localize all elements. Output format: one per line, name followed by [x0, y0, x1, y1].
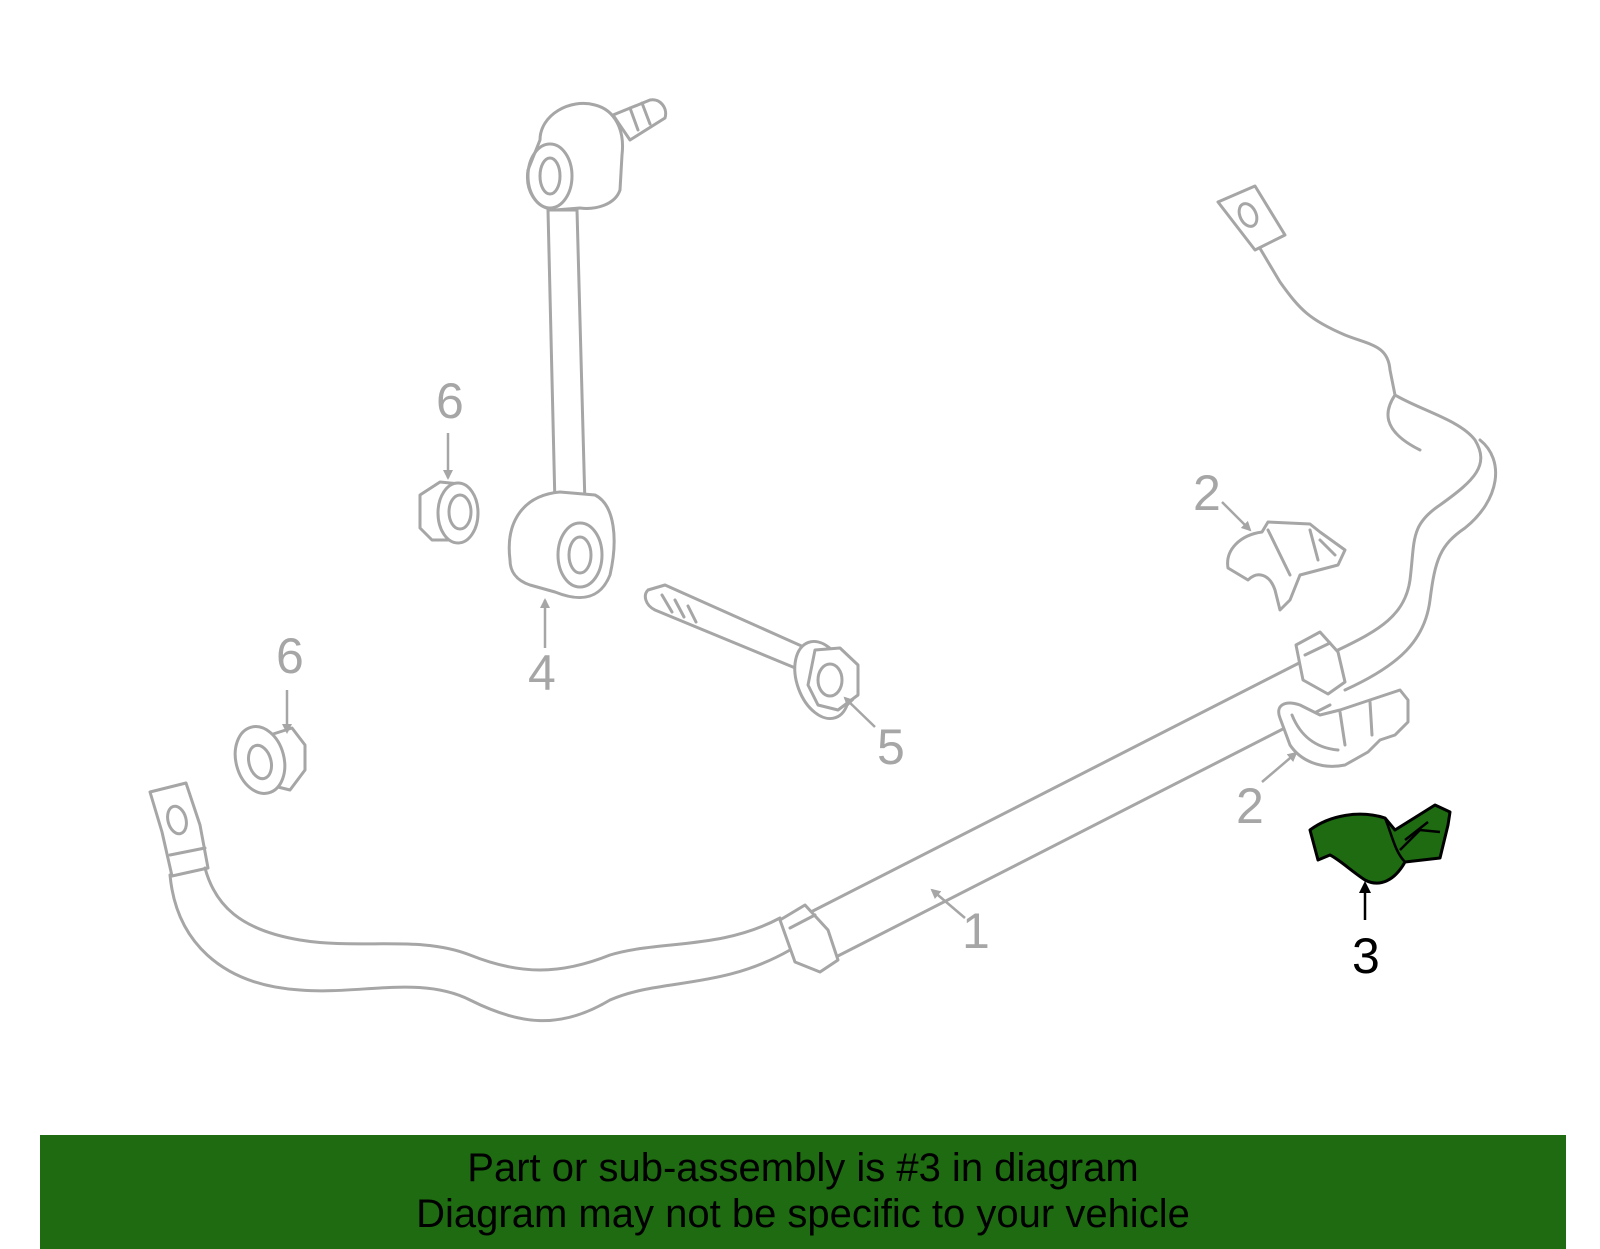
leader-1 — [930, 888, 966, 919]
callout-2-lower: 2 — [1236, 778, 1264, 834]
bar-collar-left — [778, 903, 840, 974]
bushing-lower-part[interactable] — [1277, 688, 1410, 768]
banner-line-part-number: Part or sub-assembly is #3 in diagram — [467, 1146, 1139, 1190]
bolt-part[interactable] — [643, 583, 860, 726]
stabilizer-link-part[interactable] — [507, 98, 668, 600]
callout-1: 1 — [962, 903, 990, 959]
callout-6-lower: 6 — [276, 628, 304, 684]
nut-lower-part[interactable] — [228, 721, 307, 799]
stabilizer-bar-part[interactable] — [148, 184, 1497, 1023]
callout-3: 3 — [1352, 928, 1380, 984]
bar-collar-right — [1294, 630, 1347, 696]
nut-upper-part[interactable] — [418, 480, 480, 545]
info-banner: Part or sub-assembly is #3 in diagram Di… — [40, 1135, 1566, 1249]
bracket-part-highlighted[interactable] — [1308, 803, 1452, 885]
callout-4: 4 — [528, 645, 556, 701]
callout-2-upper: 2 — [1193, 465, 1221, 521]
banner-line-disclaimer: Diagram may not be specific to your vehi… — [416, 1192, 1190, 1236]
callout-6-upper: 6 — [436, 373, 464, 429]
callout-5: 5 — [877, 719, 905, 775]
leader-5 — [843, 696, 876, 728]
leader-2a — [1221, 501, 1252, 532]
bushing-upper-part[interactable] — [1226, 520, 1347, 612]
leader-2b — [1261, 751, 1298, 783]
